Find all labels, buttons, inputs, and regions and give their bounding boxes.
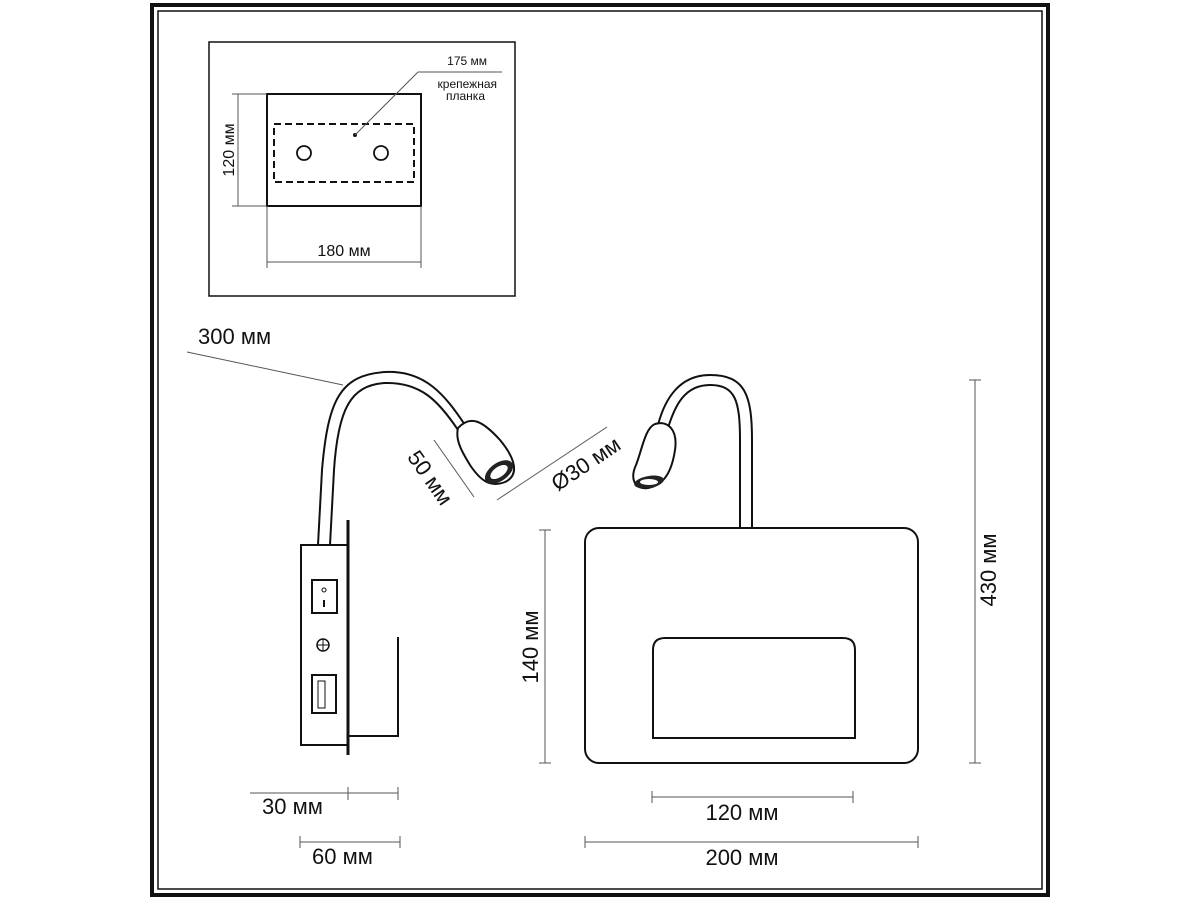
plate-label-line2: планка <box>446 89 485 103</box>
inner-frame <box>157 10 1043 890</box>
body-height-label: 140 мм <box>518 610 543 683</box>
wall-plate-outline <box>266 93 422 207</box>
total-height-label: 430 мм <box>976 533 1001 606</box>
outer-frame <box>150 3 1050 897</box>
wall-bracket <box>348 637 399 737</box>
inset-width-label: 180 мм <box>317 243 370 260</box>
usb-port-icon <box>311 674 337 714</box>
base-depth-label: 30 мм <box>262 794 323 819</box>
screw-hole-icon <box>296 145 312 161</box>
dimension-line <box>433 439 475 498</box>
light-window <box>652 637 856 739</box>
leader-line <box>354 71 502 136</box>
gooseneck <box>667 383 741 528</box>
power-switch-icon <box>311 579 338 614</box>
body-width-label: 200 мм <box>705 845 778 870</box>
total-depth-label: 60 мм <box>312 844 373 869</box>
inset-height-label: 120 мм <box>221 123 238 176</box>
plate-label-line1: крепежная <box>438 77 497 91</box>
dimension-line <box>496 426 608 501</box>
mounting-plate-dashed <box>273 123 415 183</box>
leader-line <box>186 351 344 386</box>
front-view: 140 мм 430 мм 120 мм 200 мм <box>518 373 1001 870</box>
inset-border <box>208 41 516 297</box>
window-width-label: 120 мм <box>705 800 778 825</box>
gooseneck-length-label: 300 мм <box>198 324 271 349</box>
screw-hole-icon <box>373 145 389 161</box>
lamp-body <box>584 527 919 764</box>
plate-length-label: 175 мм <box>447 54 487 68</box>
side-view: 300 мм 50 мм Ø30 мм 30 мм 60 мм <box>186 324 625 869</box>
head-length-label: 50 мм <box>402 446 457 510</box>
mounting-inset: 175 мм крепежная планка 120 мм 180 мм <box>208 41 516 297</box>
gooseneck <box>317 370 466 546</box>
